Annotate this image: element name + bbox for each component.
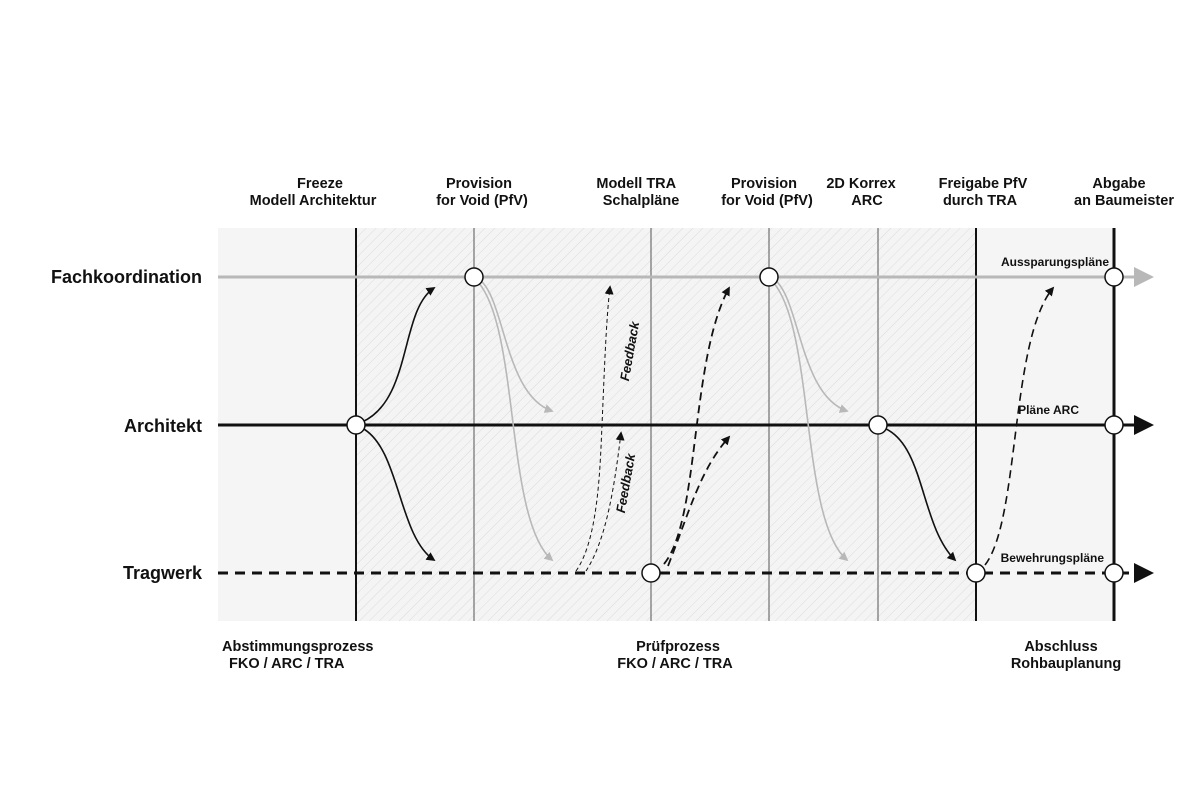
node-architekt-abgabe [1104, 415, 1124, 435]
phase-label-abschluss: Abschluss Rohbauplanung [1011, 639, 1121, 672]
flow-arrow-korrex-to-tra [883, 427, 957, 562]
flow-arrow-tra-to-fko [663, 286, 730, 565]
lane-label-tragwerk: Tragwerk [123, 563, 203, 583]
output-label-plaene-arc: Pläne ARC [1018, 403, 1079, 417]
flow-arrow-tra-to-arc [667, 435, 731, 567]
lane-label-architekt: Architekt [124, 416, 202, 436]
milestone-label-korrex: 2D Korrex ARC [826, 176, 899, 209]
flow-arrow-pfv2-to-tra [772, 281, 849, 562]
node-architekt-freeze [346, 415, 366, 435]
flow-arrow-freeze-to-fko [361, 287, 436, 423]
flow-arrow-pfv1-to-arc [479, 279, 554, 413]
milestone-label-pfv-1: Provision for Void (PfV) [436, 176, 528, 209]
output-label-aussparungsplaene: Aussparungspläne [1001, 255, 1109, 269]
node-tra-freigabe [966, 563, 986, 583]
flow-arrow-freeze-to-tra [361, 427, 436, 562]
node-tra-abgabe [1104, 563, 1124, 583]
milestone-label-freigabe: Freigabe PfV durch TRA [939, 176, 1032, 209]
milestone-label-abgabe: Abgabe an Baumeister [1074, 176, 1174, 209]
node-tra-modell [641, 563, 661, 583]
node-fko-abgabe [1104, 267, 1124, 287]
flow-arrow-pfv2-to-arc [774, 279, 849, 413]
milestone-label-freeze: Freeze Modell Architektur [250, 176, 377, 209]
node-fko-pfv-1 [464, 267, 484, 287]
lane-arrowhead-fachkoordination [1134, 267, 1154, 287]
lane-arrowhead-tragwerk [1134, 563, 1154, 583]
milestone-label-modell-tra: Modell TRA Schalpläne [596, 176, 679, 209]
phase-label-pruefprozess: Prüfprozess FKO / ARC / TRA [617, 639, 733, 672]
flow-arrow-pfv1-to-tra [477, 281, 554, 562]
phase-label-abstimmung: Abstimmungsprozess FKO / ARC / TRA [222, 639, 378, 672]
milestone-label-pfv-2: Provision for Void (PfV) [721, 176, 813, 209]
lane-arrowhead-architekt [1134, 415, 1154, 435]
feedback-arrow-lower [585, 431, 625, 572]
node-architekt-korrex [868, 415, 888, 435]
lane-label-fachkoordination: Fachkoordination [51, 267, 202, 287]
flow-arrow-freigabe-to-fko [984, 286, 1055, 566]
feedback-arrow-upper [575, 285, 614, 572]
output-label-bewehrungsplaene: Bewehrungspläne [1001, 551, 1105, 565]
node-fko-pfv-2 [759, 267, 779, 287]
